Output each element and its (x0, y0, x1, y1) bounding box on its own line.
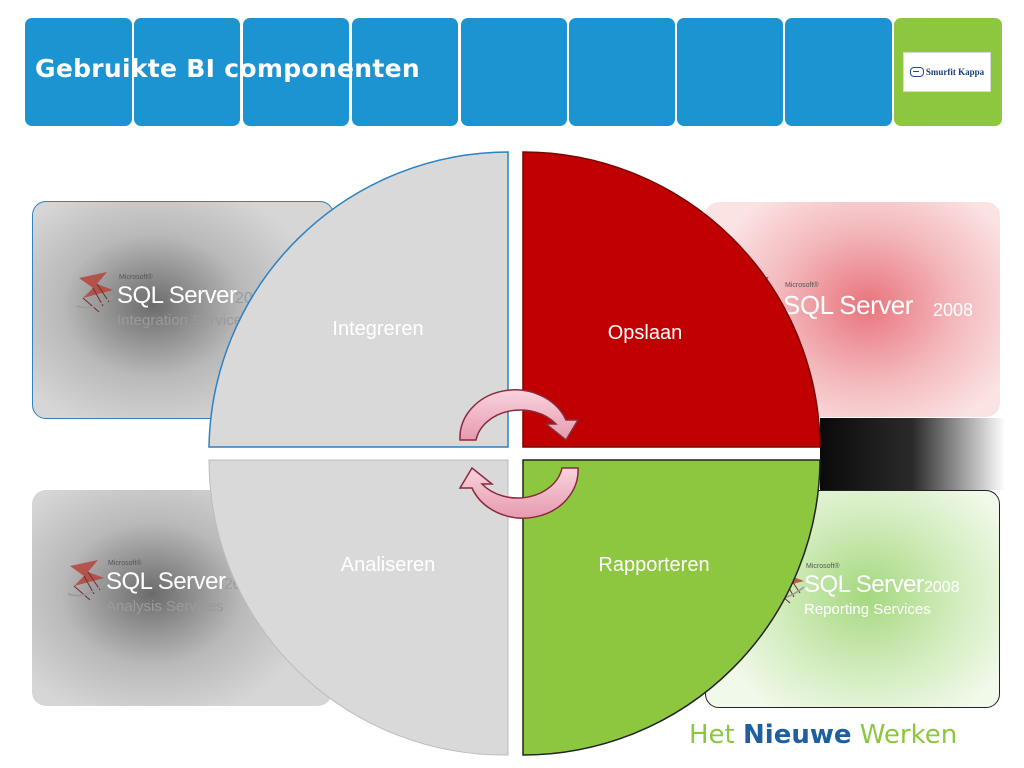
header-segment (25, 18, 132, 126)
slogan-part-het: Het (689, 720, 735, 750)
label-integreren: Integreren (332, 318, 424, 340)
microsoft-label: Microsoft® (785, 282, 819, 289)
label-analiseren: Analiseren (340, 554, 436, 576)
decorative-photo-strip (820, 418, 1005, 490)
company-logo-text: Smurfit Kappa (925, 67, 985, 77)
slogan-part-nieuwe: Nieuwe (743, 720, 852, 750)
product-version: 2008 (924, 579, 960, 596)
quadrant-analiseren (208, 459, 509, 756)
arrow-clockwise-top (459, 389, 580, 442)
cycle-arrows-icon (458, 389, 580, 519)
header-segment (461, 18, 567, 126)
quadrant-opslaan (522, 151, 821, 448)
quadrant-rapporteren (522, 459, 821, 756)
service-name: Analysis Services (106, 598, 224, 615)
arrow-clockwise-bottom (458, 466, 579, 519)
header-segment (243, 18, 349, 126)
microsoft-label: Microsoft® (108, 560, 142, 567)
label-opslaan: Opslaan (607, 322, 683, 344)
header-bar: Gebruikte BI componenten Smurfit Kappa (25, 18, 1002, 126)
microsoft-label: Microsoft® (119, 274, 153, 281)
header-segment (677, 18, 783, 126)
quadrant-integreren (208, 151, 509, 448)
header-segment (134, 18, 240, 126)
product-name: SQL Server (106, 568, 226, 595)
label-rapporteren: Rapporteren (598, 554, 710, 576)
sql-server-icon (76, 272, 114, 313)
header-segment (569, 18, 675, 126)
sql-server-icon (67, 560, 105, 601)
service-name: Reporting Services (804, 601, 931, 618)
product-version: 2008 (933, 300, 974, 320)
page-title: Gebruikte BI componenten (35, 54, 420, 83)
header-segment (785, 18, 892, 126)
product-name: SQL Server (117, 282, 237, 309)
footer-slogan: Het Nieuwe Werken (689, 720, 957, 750)
microsoft-label: Microsoft® (806, 563, 840, 570)
header-segment (352, 18, 458, 126)
product-name: SQL Server (804, 571, 924, 598)
service-name: Integration Services (117, 312, 250, 329)
company-logo: Smurfit Kappa (903, 52, 991, 92)
slogan-part-werken: Werken (859, 720, 958, 750)
smurfit-kappa-icon (909, 67, 924, 77)
card-database-engine: Microsoft® SQL Server 2008 (705, 202, 1000, 417)
product-name: SQL Server (783, 290, 913, 320)
